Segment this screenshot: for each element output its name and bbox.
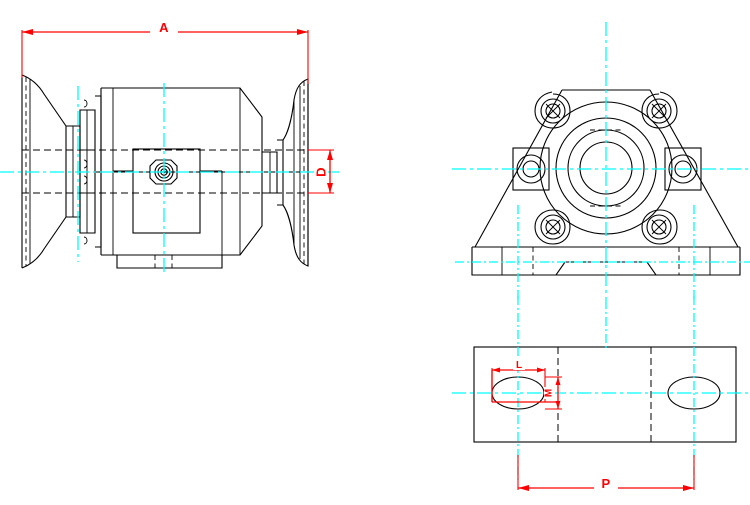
view-bottom-plan: L M P (452, 296, 750, 491)
dimension-label-m: M (544, 389, 555, 397)
front-view-centerlines (452, 22, 750, 300)
side-view-centerlines (0, 83, 342, 276)
dimension-m: M (544, 376, 562, 410)
dimension-label-l: L (516, 360, 522, 371)
dimension-label-d: D (314, 167, 329, 177)
view-front-elevation (452, 22, 750, 300)
dimension-label-a: A (159, 20, 169, 35)
bolt-boss-bottom-right (641, 209, 678, 245)
main-body-barrel (100, 87, 263, 269)
dimension-a: A (21, 20, 309, 84)
bolt-boss-top-right (641, 91, 678, 129)
dimension-label-p: P (602, 476, 611, 491)
bolt-boss-bottom-left (534, 209, 571, 245)
plan-view-centerlines (452, 296, 750, 480)
bolt-boss-top-left (534, 91, 571, 129)
central-mounting-boss (113, 148, 223, 255)
dimension-l: L (491, 359, 560, 403)
dimension-p: P (517, 455, 695, 491)
dimension-d: D (308, 149, 334, 194)
view-side-elevation: A D (0, 20, 342, 276)
